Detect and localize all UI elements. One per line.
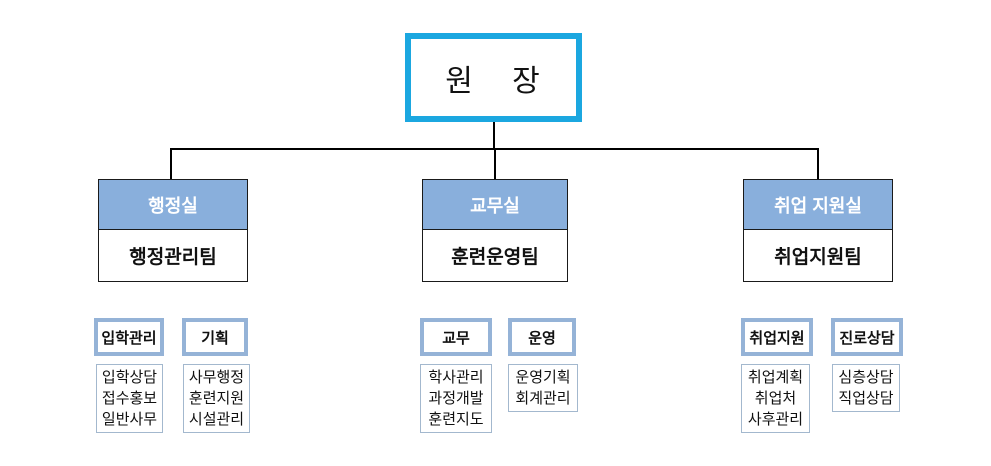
list-item: 입학상담 <box>101 369 158 386</box>
group-title-career-counseling: 진로상담 <box>831 318 903 356</box>
dept-admin: 행정실 행정관리팀 <box>98 179 248 282</box>
dept-academic-office: 교무실 <box>422 179 568 230</box>
dept-employment-team: 취업지원팀 <box>743 230 893 282</box>
dept-employment: 취업 지원실 취업지원팀 <box>743 179 893 282</box>
list-item: 심층상담 <box>838 369 894 386</box>
group-list-employment-support: 취업계획 취업처 사후관리 <box>741 364 810 433</box>
connector-drop-right <box>817 148 819 179</box>
list-item: 일반사무 <box>101 411 158 428</box>
dept-admin-team: 행정관리팀 <box>98 230 248 282</box>
list-item: 과정개발 <box>428 390 484 407</box>
group-title-admissions: 입학관리 <box>94 318 164 356</box>
list-item: 학사관리 <box>428 369 484 386</box>
list-item: 접수홍보 <box>101 390 158 407</box>
list-item: 취업계획 <box>747 369 804 386</box>
group-list-operations: 운영기획 회계관리 <box>508 364 578 412</box>
list-item: 취업처 <box>754 390 797 407</box>
list-item: 직업상담 <box>838 390 894 407</box>
group-title-planning: 기획 <box>182 318 248 356</box>
group-title-employment-support: 취업지원 <box>741 318 813 356</box>
list-item: 회계관리 <box>515 390 571 407</box>
list-item: 시설관리 <box>188 411 245 428</box>
group-title-academic-affairs: 교무 <box>420 318 492 356</box>
connector-root-stem <box>493 122 495 149</box>
connector-drop-middle <box>494 148 496 179</box>
director-label: 원 장 <box>445 64 542 98</box>
list-item: 운영기획 <box>515 369 571 386</box>
list-item: 훈련지도 <box>428 411 484 428</box>
dept-admin-office: 행정실 <box>98 179 248 230</box>
list-item: 사무행정 <box>188 369 245 386</box>
dept-academic: 교무실 훈련운영팀 <box>422 179 568 282</box>
dept-employment-office: 취업 지원실 <box>743 179 893 230</box>
list-item: 훈련지원 <box>188 390 245 407</box>
list-item: 사후관리 <box>747 411 804 428</box>
director-box: 원 장 <box>405 33 582 122</box>
group-list-planning: 사무행정 훈련지원 시설관리 <box>183 364 250 433</box>
group-list-academic-affairs: 학사관리 과정개발 훈련지도 <box>420 364 492 433</box>
dept-academic-team: 훈련운영팀 <box>422 230 568 282</box>
group-title-operations: 운영 <box>508 318 576 356</box>
group-list-career-counseling: 심층상담 직업상담 <box>832 364 900 412</box>
connector-drop-left <box>170 148 172 179</box>
group-list-admissions: 입학상담 접수홍보 일반사무 <box>96 364 163 433</box>
